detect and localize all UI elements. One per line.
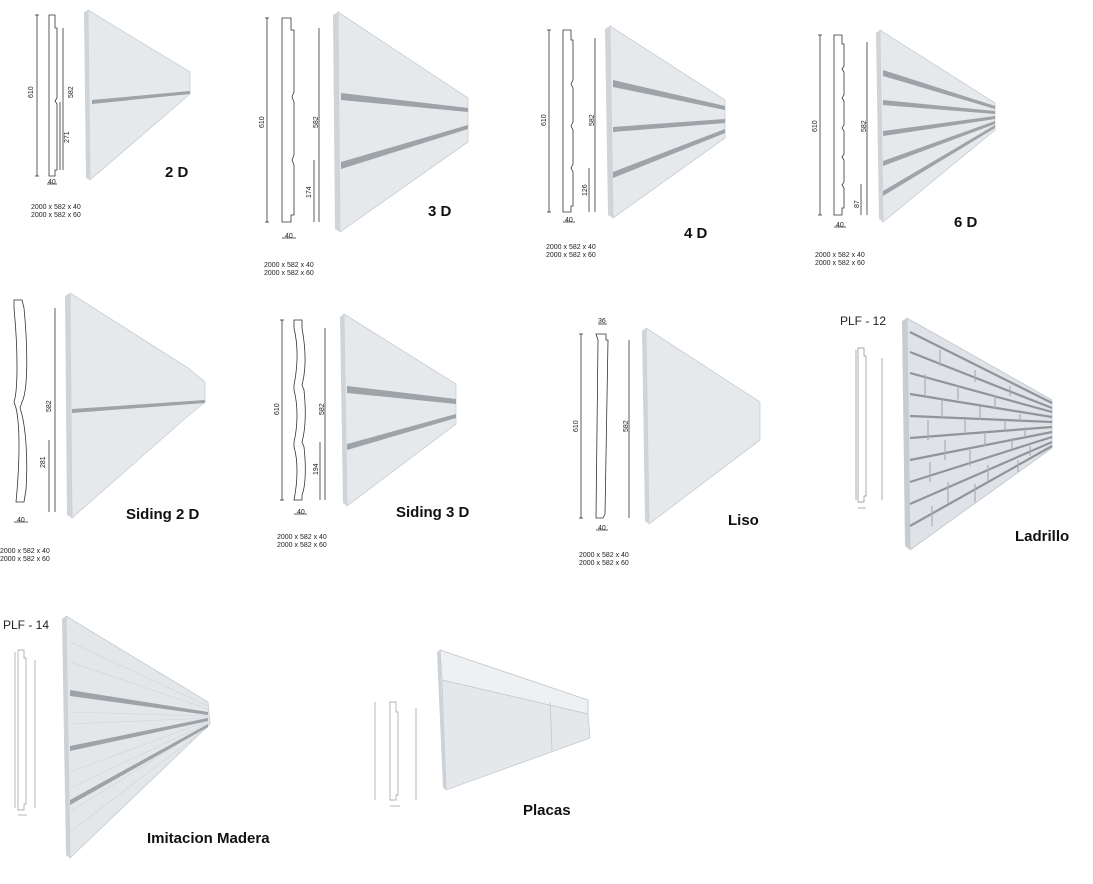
panel-placas-render [437,649,591,791]
dim-face-siding-3d: 582 [319,403,326,415]
panel-placas-drawing [374,649,591,807]
dim-thickness-siding-2d: 40 [17,517,25,524]
dim-height-6d: 610 [812,120,819,132]
panel-4d: 610 582 126 40 2000 x 582 x 40 2000 x 58… [530,0,800,290]
title-madera: Imitacion Madera [147,830,270,847]
panel-liso-render [642,327,761,525]
dim-thickness-6d: 40 [836,222,844,229]
title-placas: Placas [523,802,571,819]
sizes-6d: 2000 x 582 x 40 2000 x 582 x 60 [815,252,865,267]
panel-4d-render [605,25,726,219]
panel-3d: 610 582 174 40 2000 x 582 x 40 2000 x 58… [250,0,520,290]
code-madera: PLF - 14 [3,618,50,632]
panel-siding-3d: 610 582 194 40 2000 x 582 x 40 2000 x 58… [260,300,520,560]
panel-2d-drawing: 610 582 271 40 [28,9,191,186]
dim-thickness-siding-3d: 40 [297,509,305,516]
title-liso: Liso [728,512,759,529]
dim-height-4d: 610 [541,114,548,126]
code-ladrillo: PLF - 12 [840,314,887,328]
dim-groove-2d: 271 [64,131,71,143]
panel-ladrillo-drawing [855,317,1053,551]
title-siding-2d: Siding 2 D [126,506,200,523]
dim-groove-siding-3d: 194 [313,463,320,475]
title-siding-3d: Siding 3 D [396,504,470,521]
panel-3d-render [333,11,469,233]
panel-placas: Placas [360,640,620,860]
panel-madera-drawing [14,615,211,859]
panel-siding-2d-drawing: 582 281 40 [13,292,206,524]
panel-6d-render [876,29,996,223]
panel-2d: 610 582 271 40 2000 x 582 x 40 2000 x 58… [0,0,260,240]
dim-groove-4d: 126 [582,184,589,196]
panel-siding-3d-drawing: 610 582 194 40 [274,313,457,516]
dim-face-siding-2d: 582 [46,400,53,412]
panel-6d: 610 582 87 40 2000 x 582 x 40 2000 x 582… [800,0,1090,290]
dim-thickness-3d: 40 [285,233,293,240]
dim-thickness-liso: 40 [598,525,606,532]
title-3d: 3 D [428,203,452,220]
panel-2d-render [84,9,191,181]
panel-6d-drawing: 610 582 87 40 [812,29,996,229]
dim-height-3d: 610 [259,116,266,128]
panel-ladrillo-render [902,317,1053,551]
dim-height-liso: 610 [573,420,580,432]
sizes-4d: 2000 x 582 x 40 2000 x 582 x 60 [546,244,596,259]
dim-face-liso: 582 [623,420,630,432]
sizes-2d: 2000 x 582 x 40 2000 x 582 x 60 [31,204,81,219]
panel-siding-3d-render [340,313,457,507]
sizes-3d: 2000 x 582 x 40 2000 x 582 x 60 [264,262,314,277]
title-6d: 6 D [954,214,978,231]
dim-face-3d: 582 [313,116,320,128]
sizes-siding-2d: 2000 x 582 x 40 2000 x 582 x 60 [0,548,50,563]
title-2d: 2 D [165,164,189,181]
dim-face-2d: 582 [68,86,75,98]
dim-groove-3d: 174 [306,186,313,198]
panel-3d-drawing: 610 582 174 40 [259,11,469,240]
dim-face-4d: 582 [589,114,596,126]
panel-4d-drawing: 610 582 126 40 [541,25,726,224]
panel-liso-drawing: 36 610 582 40 [573,318,761,532]
sizes-liso: 2000 x 582 x 40 2000 x 582 x 60 [579,552,629,567]
dim-top-liso: 36 [598,318,606,325]
panel-madera-render [62,615,211,859]
title-4d: 4 D [684,225,708,242]
dim-groove-6d: 87 [854,200,861,208]
panel-siding-2d-render [65,292,206,519]
panel-ladrillo: PLF - 12 [830,310,1092,570]
dim-thickness-2d: 40 [48,179,56,186]
sizes-siding-3d: 2000 x 582 x 40 2000 x 582 x 60 [277,534,327,549]
title-ladrillo: Ladrillo [1015,528,1070,545]
dim-face-6d: 582 [861,120,868,132]
panel-madera: PLF - 14 Imitacion Madera [0,612,300,880]
dim-height-2d: 610 [28,86,35,98]
dim-height-siding-3d: 610 [274,403,281,415]
panel-siding-2d: 582 281 40 2000 x 582 x 40 2000 x 582 x … [0,290,240,580]
dim-groove-siding-2d: 281 [40,456,47,468]
panel-liso: 36 610 582 40 2000 x 582 x 40 2000 x 582… [560,310,810,567]
dim-thickness-4d: 40 [565,217,573,224]
